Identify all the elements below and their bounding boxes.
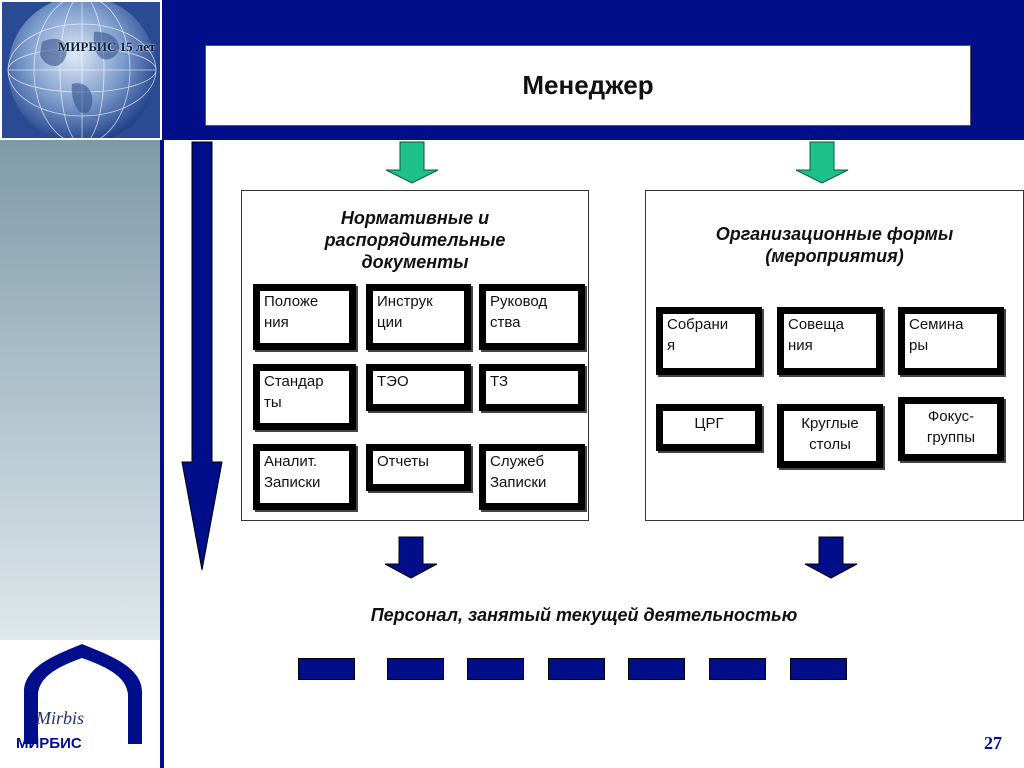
side-line [160,140,164,768]
globe-logo [0,0,162,140]
staff-block [790,658,847,680]
org-form-item-label: Круглые [801,415,859,432]
document-item: Аналит. Записки [253,444,356,510]
org-form-item: Совеща ния [777,307,883,375]
document-item-label: Записки [490,474,547,491]
page-number: 27 [984,733,1002,753]
documents-title: Нормативные и распорядительные документы [324,208,506,272]
green-arrow-left-icon [385,141,439,184]
staff-block [387,658,444,680]
document-item-label: ТЭО [377,373,409,390]
org-form-item: Собрани я [656,307,762,375]
document-item-label: ции [377,314,403,331]
document-item-label: Отчеты [377,453,429,470]
long-down-arrow-icon [181,141,223,571]
green-arrow-right-icon [795,141,849,184]
document-item: Отчеты [366,444,471,491]
navy-arrow-left-icon [384,536,438,579]
org-form-item-label: я [667,337,676,354]
globe-logo-text: МИРБИС 15 лет [58,39,156,54]
document-item-label: Положе [264,293,319,310]
document-item: Инструк ции [366,284,471,350]
org-form-item: ЦРГ [656,404,762,451]
org-form-item: Круглые столы [777,404,883,468]
org-form-item-label: ЦРГ [694,415,724,432]
staff-block [298,658,355,680]
document-item-label: ТЗ [490,373,509,390]
document-item-label: Аналит. [264,453,318,470]
logo-word: МИРБИС [16,735,82,752]
document-item: Стандар ты [253,364,356,430]
manager-box: Менеджер [205,45,971,126]
org-form-item-label: ния [788,337,813,354]
navy-arrow-right-icon [804,536,858,579]
document-item-label: ния [264,314,289,331]
mirbis-logo [18,640,148,756]
document-item-label: Служеб [490,453,545,470]
org-form-item-label: Совеща [788,316,845,333]
staff-block [548,658,605,680]
org-form-item: Фокус-группы [898,397,1004,461]
document-item: ТЭО [366,364,471,411]
org-form-item-label: Семина [909,316,964,333]
manager-title: Менеджер [522,70,654,100]
org-form-item-label: группы [926,429,976,446]
staff-block [628,658,685,680]
org-form-item-label: Собрани [667,316,729,333]
staff-title: Персонал, занятый текущей деятельностью [370,605,798,625]
document-item-label: Руковод [490,293,548,310]
document-item-label: Записки [264,474,321,491]
side-gradient [0,140,160,640]
org-form-item-label: столы [809,436,851,453]
dome-logo-icon [24,644,142,744]
org-form-item-label: ры [909,337,929,354]
globe-icon [2,2,160,138]
staff-block [467,658,524,680]
document-item-label: Инструк [377,293,433,310]
org-forms-title: Организационные формы (мероприятия) [715,224,954,266]
staff-block [709,658,766,680]
org-form-item-label: Фокус- [927,408,975,425]
logo-script-text: Mirbis [36,708,85,728]
document-item-label: ты [264,394,282,411]
document-item: Положе ния [253,284,356,350]
document-item-label: ства [490,314,521,331]
document-item-label: Стандар [264,373,324,390]
document-item: ТЗ [479,364,585,411]
document-item: Руковод ства [479,284,585,350]
org-form-item: Семина ры [898,307,1004,375]
